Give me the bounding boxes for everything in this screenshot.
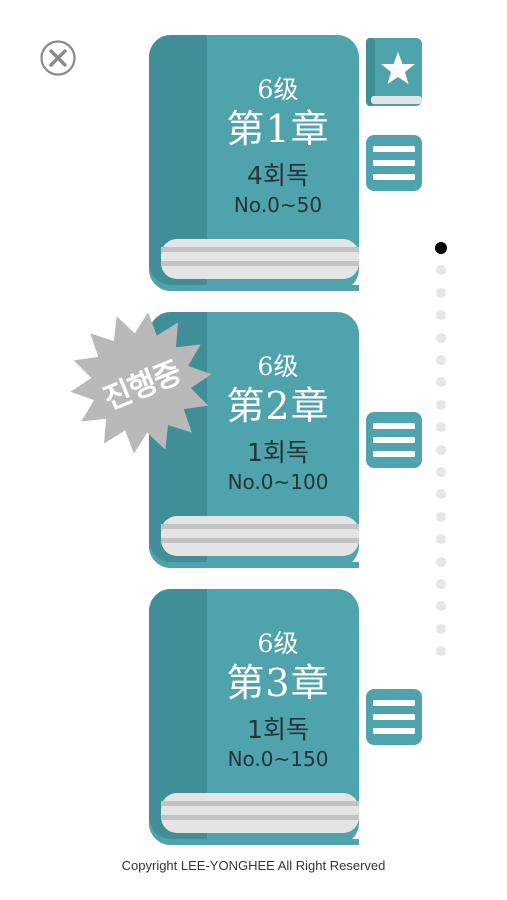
book-icon (149, 589, 359, 845)
page-dot[interactable] (436, 422, 446, 433)
copyright-text: Copyright LEE-YONGHEE All Right Reserved (121, 858, 386, 873)
page-dot[interactable] (436, 265, 446, 276)
in-progress-badge: 진행중 (68, 310, 214, 456)
book-level: 6级 (257, 629, 299, 658)
star-bookmark-icon (366, 38, 422, 106)
page-dot[interactable] (436, 534, 446, 545)
menu-button-chapter-1[interactable] (365, 134, 423, 192)
page-dot[interactable] (436, 332, 446, 343)
book-chapter-title: 第3章 (226, 661, 330, 705)
menu-button-chapter-3[interactable] (365, 688, 423, 746)
book-level: 6级 (257, 75, 299, 104)
page-dot[interactable] (436, 646, 446, 657)
book-icon (149, 35, 359, 291)
book-chapter-3[interactable]: 6级 第3章 1회독 No.0~150 (149, 589, 361, 847)
book-chapter-1[interactable]: 6级 第1章 4회독 No.0~50 (149, 35, 361, 293)
close-circle-icon (40, 40, 76, 76)
book-read-count: 1회독 (247, 438, 309, 467)
page-dot[interactable] (436, 310, 446, 321)
book-chapter-title: 第1章 (226, 107, 330, 151)
book-level: 6级 (257, 352, 299, 381)
book-word-range: No.0~50 (233, 193, 323, 217)
close-button[interactable] (40, 40, 76, 76)
book-read-count: 1회독 (247, 715, 309, 744)
page-dot-active[interactable] (435, 242, 447, 254)
page-dot[interactable] (436, 444, 446, 455)
book-word-range: No.0~150 (227, 747, 329, 771)
starburst-shape (70, 312, 212, 454)
page-dot[interactable] (436, 399, 446, 410)
page-dot[interactable] (436, 511, 446, 522)
book-word-range: No.0~100 (227, 470, 329, 494)
menu-icon (366, 689, 422, 745)
menu-button-chapter-2[interactable] (365, 411, 423, 469)
page-dot[interactable] (436, 377, 446, 388)
page-dot[interactable] (436, 601, 446, 612)
menu-icon (366, 135, 422, 191)
page-dot[interactable] (436, 287, 446, 298)
page-dot[interactable] (436, 623, 446, 634)
page-dot[interactable] (436, 579, 446, 589)
page-dot[interactable] (436, 355, 446, 365)
menu-icon (366, 412, 422, 468)
book-chapter-title: 第2章 (226, 384, 330, 428)
starburst-icon (70, 312, 212, 454)
page-dot[interactable] (436, 556, 446, 567)
page-dot[interactable] (436, 467, 446, 477)
book-read-count: 4회독 (247, 161, 309, 190)
favorite-button[interactable] (365, 38, 423, 110)
page-dot[interactable] (436, 489, 446, 500)
